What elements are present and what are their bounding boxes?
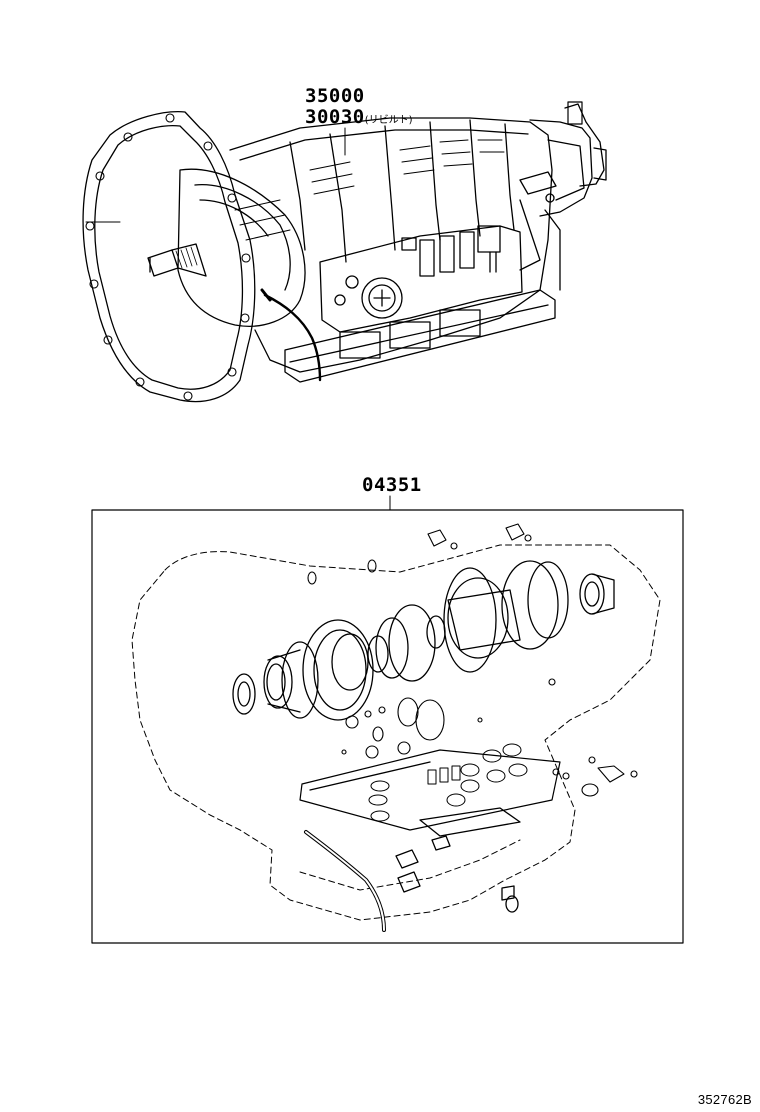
flange-bolt-holes: [85, 113, 251, 401]
overhaul-gasket-kit-drawing: [91, 495, 684, 944]
callout-30030-note: (リビルト): [364, 115, 413, 126]
callout-30030-number: 30030: [305, 106, 365, 128]
callout-04351: 04351: [362, 474, 422, 496]
callout-30030: 30030(リビルト): [305, 108, 413, 127]
transmission-assembly-drawing: [82, 101, 607, 403]
illustration-number: 352762B: [697, 1092, 752, 1107]
gasket-kit-frame: [91, 509, 684, 944]
callout-35000: 35000: [305, 85, 365, 107]
